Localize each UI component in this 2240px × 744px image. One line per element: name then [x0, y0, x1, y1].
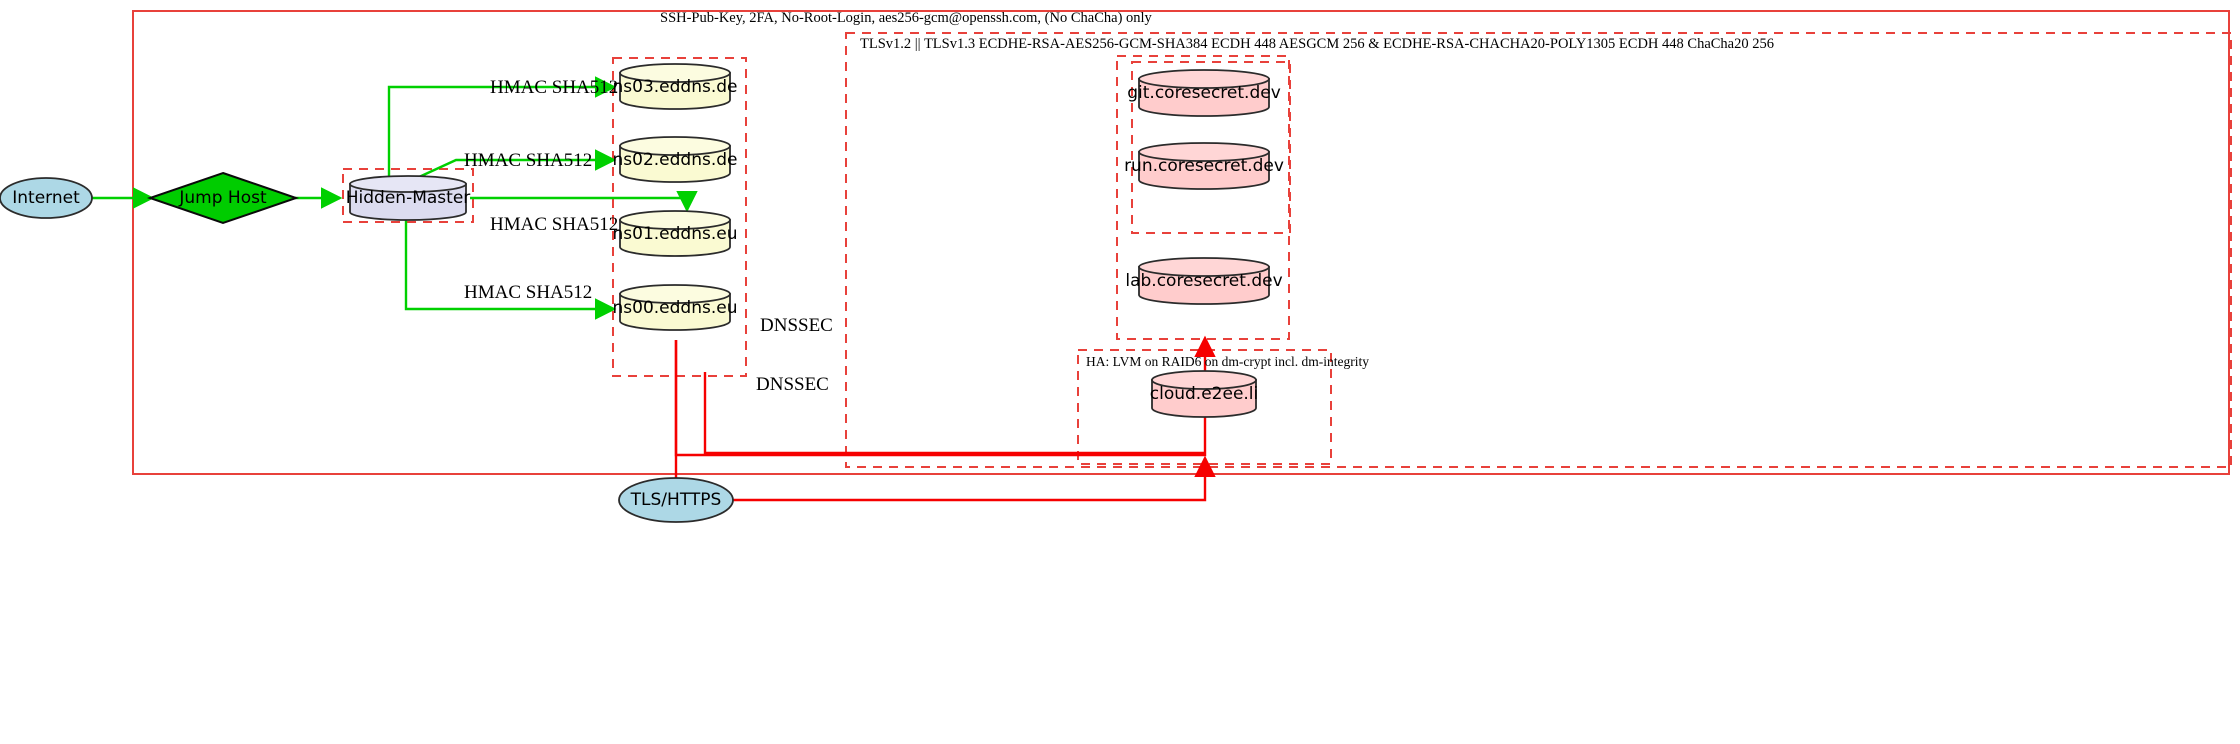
edge-hm-to-ns02: [405, 149, 617, 185]
node-lab-coresecret[interactable]: [1138, 257, 1270, 305]
cluster-ssh-boundary: [132, 10, 2230, 475]
cluster-service-outer-box: [1116, 55, 1290, 340]
cluster-dns-box: [612, 57, 747, 377]
edge-hm-to-ns00: [404, 218, 617, 320]
node-hidden-master[interactable]: [349, 175, 467, 221]
node-jump-host[interactable]: [146, 171, 300, 225]
node-ns03[interactable]: [619, 63, 731, 110]
edge-dnssec-bottom: [703, 372, 1205, 455]
node-ns00[interactable]: [619, 284, 731, 331]
edge-label-hmac-ns00: HMAC SHA512: [464, 282, 593, 303]
cluster-service-inner-box: [1131, 61, 1291, 234]
edge-label-dnssec-top: DNSSEC: [760, 315, 833, 336]
edge-label-hmac-ns02: HMAC SHA512: [464, 150, 593, 171]
edge-tls-to-cloud: [733, 455, 1216, 502]
edge-hm-to-ns03: [387, 76, 617, 183]
cluster-ha-boundary-label: HA: LVM on RAID6 on dm-crypt incl. dm-in…: [1086, 354, 1369, 369]
node-internet[interactable]: [0, 177, 93, 219]
node-ns02[interactable]: [619, 136, 731, 183]
cluster-ssh-boundary-label: SSH-Pub-Key, 2FA, No-Root-Login, aes256-…: [660, 10, 1152, 26]
edge-hm-to-ns01: [470, 190, 698, 213]
node-tls-https[interactable]: [618, 477, 734, 523]
cluster-tls-boundary: [845, 32, 2232, 468]
node-cloud-e2ee[interactable]: [1151, 370, 1257, 418]
cluster-hidden-master-box: [342, 168, 474, 223]
node-ns01[interactable]: [619, 210, 731, 257]
cluster-ha-cloud-box: [1077, 349, 1332, 465]
node-run-coresecret[interactable]: [1138, 142, 1270, 190]
edge-label-hmac-ns03: HMAC SHA512: [490, 77, 619, 98]
cluster-tls-boundary-label: TLSv1.2 || TLSv1.3 ECDHE-RSA-AES256-GCM-…: [860, 36, 1774, 52]
edge-label-hmac-ns01: HMAC SHA512: [490, 214, 619, 235]
edge-label-dnssec-bottom: DNSSEC: [756, 374, 829, 395]
node-git-coresecret[interactable]: [1138, 69, 1270, 117]
